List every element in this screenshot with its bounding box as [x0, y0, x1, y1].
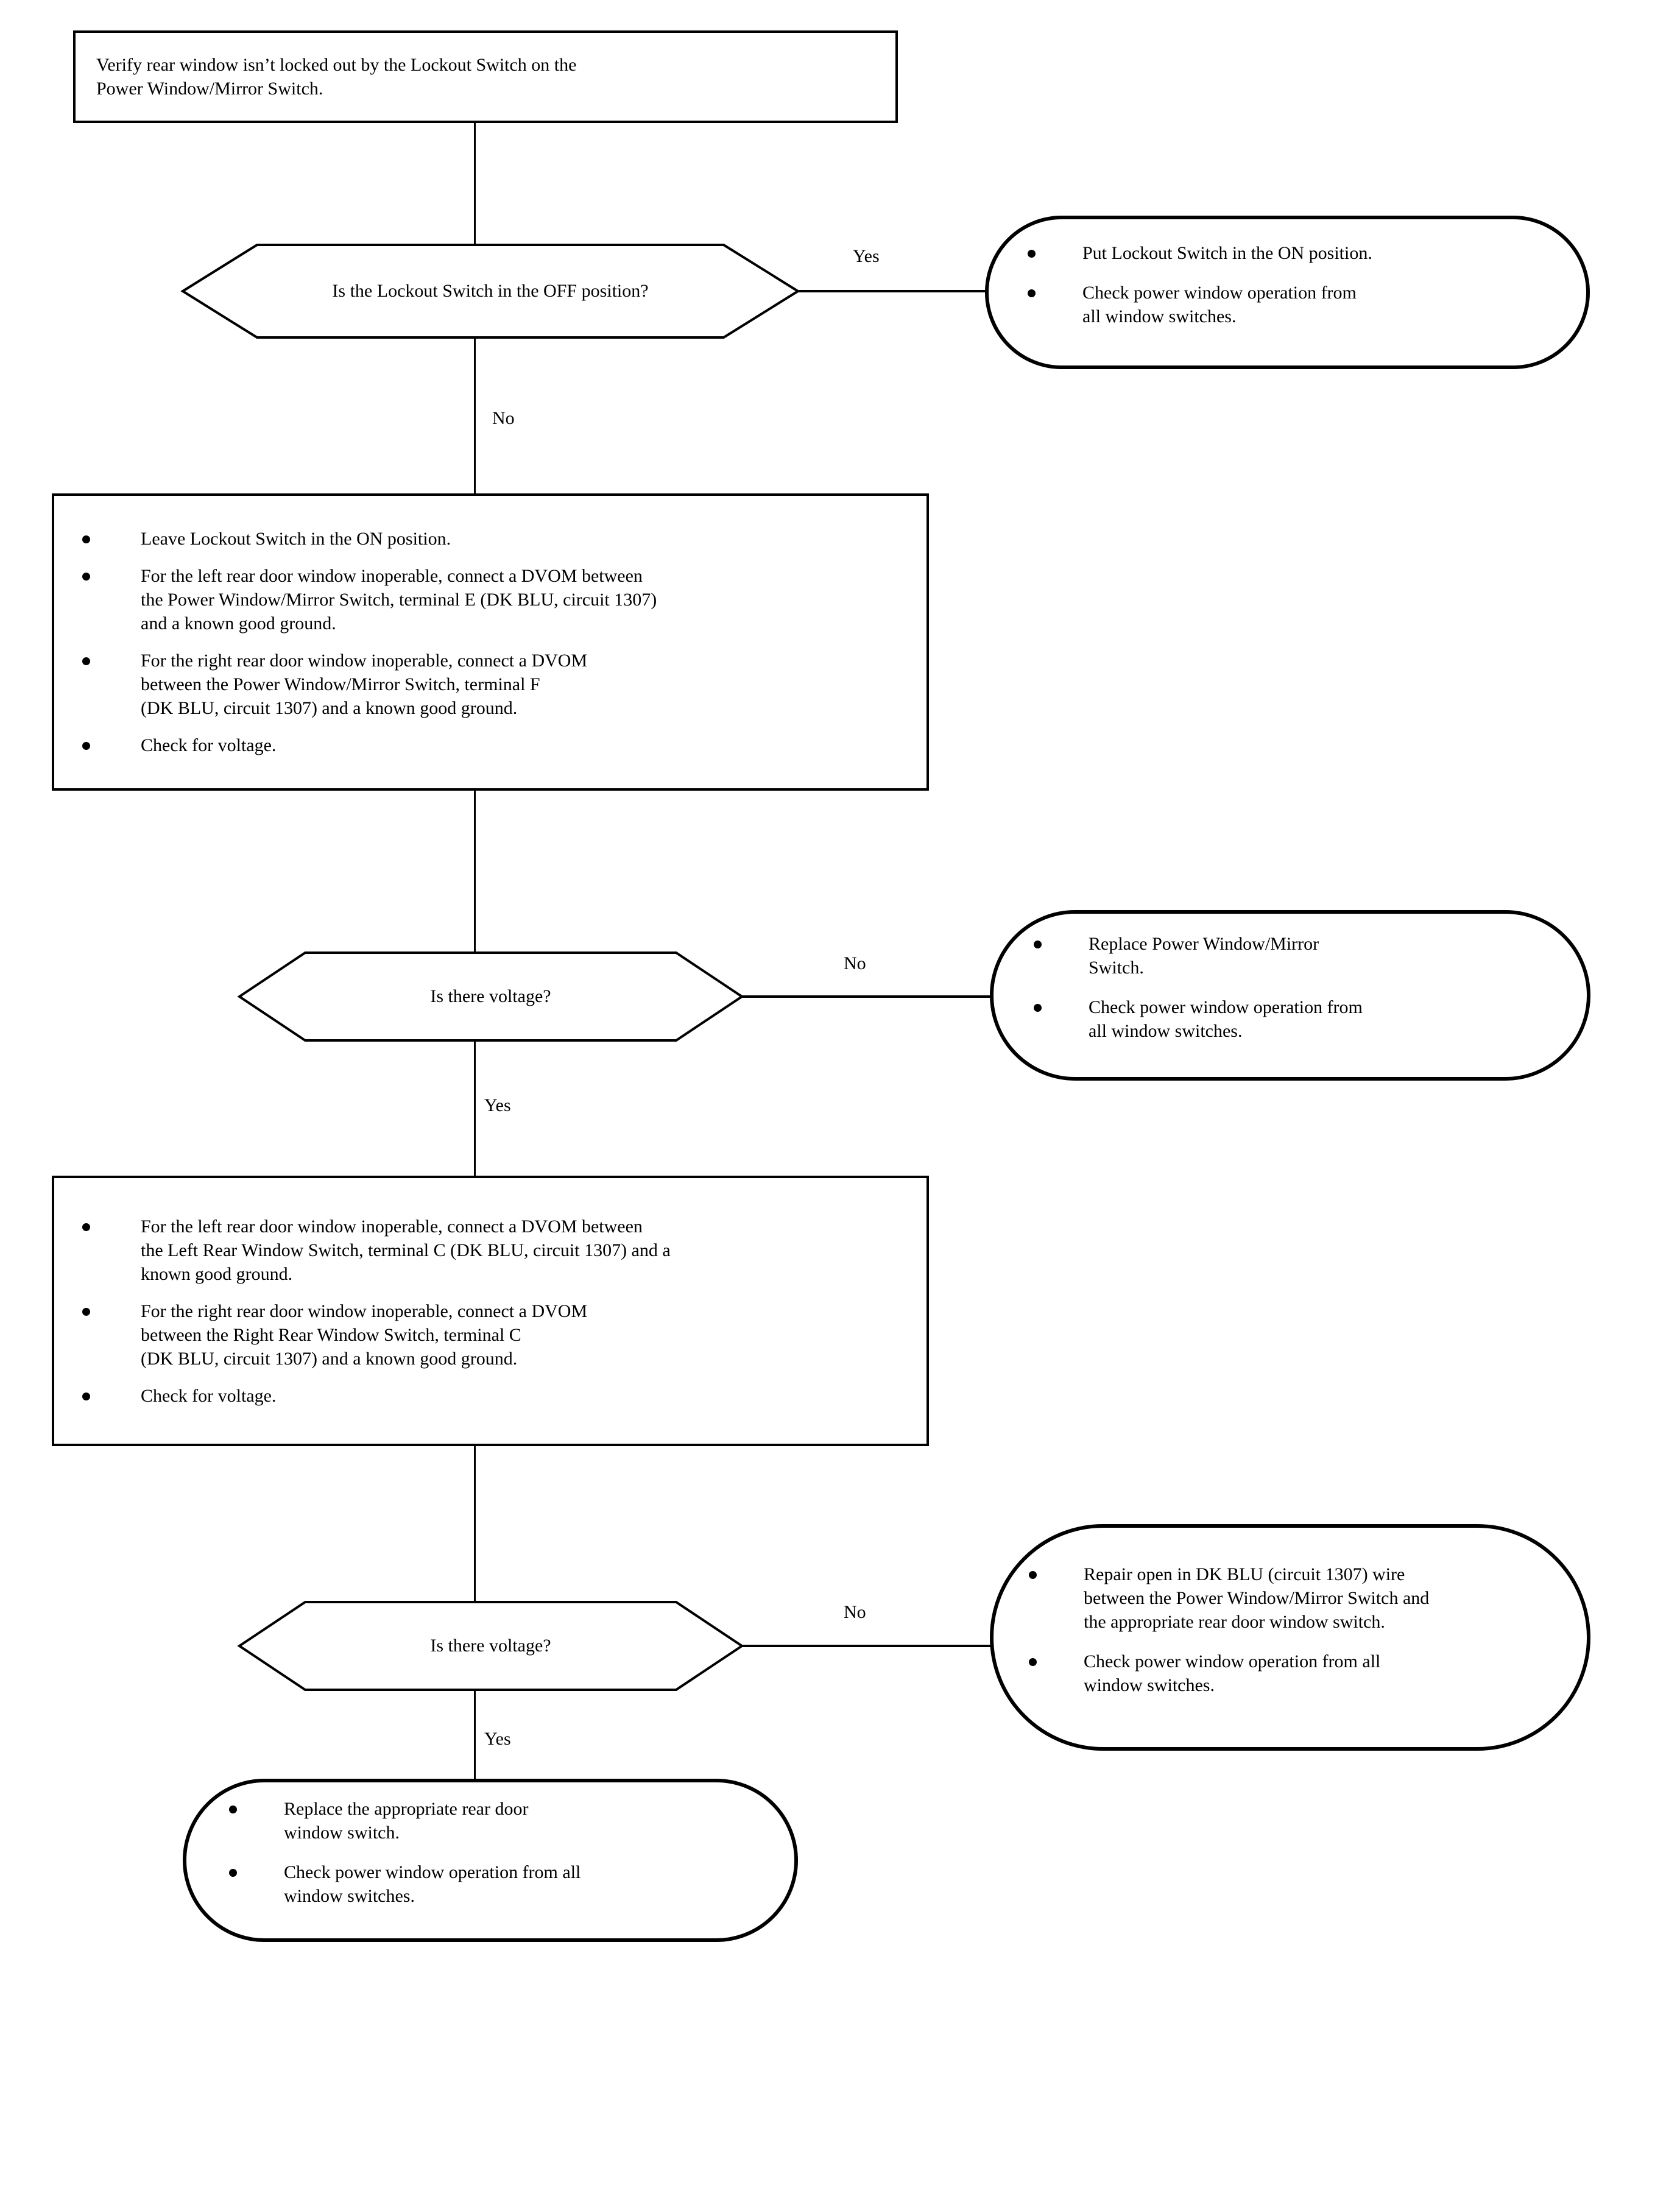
node-voltage-at-pw-mirror-switch[interactable]: Is there voltage?: [237, 951, 744, 1042]
branch-label-decision3-yes: Yes: [484, 1729, 511, 1749]
node-repair-open-dk-blu-list: Repair open in DK BLU (circuit 1307) wir…: [1018, 1562, 1562, 1697]
node-replace-rear-door-window-switch[interactable]: Replace the appropriate rear door window…: [183, 1779, 798, 1942]
node-put-lockout-on[interactable]: Put Lockout Switch in the ON position. C…: [985, 216, 1590, 369]
list-item: Replace Power Window/Mirror Switch.: [1023, 932, 1558, 980]
branch-label-decision1-no: No: [492, 408, 515, 428]
list-item: Check for voltage.: [69, 1384, 912, 1408]
node-test-rear-window-switch-list: For the left rear door window inoperable…: [69, 1215, 912, 1408]
list-item: Leave Lockout Switch in the ON position.: [69, 527, 912, 551]
connector-decision2-yes: [474, 1040, 476, 1176]
node-verify-lockout[interactable]: Verify rear window isn’t locked out by t…: [73, 30, 898, 123]
node-replace-pw-mirror-switch-list: Replace Power Window/Mirror Switch. Chec…: [1023, 932, 1558, 1043]
node-test-pw-mirror-switch[interactable]: Leave Lockout Switch in the ON position.…: [52, 493, 929, 791]
node-repair-open-dk-blu[interactable]: Repair open in DK BLU (circuit 1307) wir…: [990, 1524, 1590, 1751]
connector-decision1-no: [474, 337, 476, 495]
node-verify-lockout-text: Verify rear window isn’t locked out by t…: [96, 55, 577, 99]
list-item: For the right rear door window inoperabl…: [69, 649, 912, 720]
list-item: Check for voltage.: [69, 733, 912, 757]
branch-label-decision2-yes: Yes: [484, 1095, 511, 1115]
connector-decision3-yes: [474, 1690, 476, 1781]
connector-decision1-yes: [798, 290, 987, 292]
connector-decision3-no: [742, 1645, 993, 1647]
branch-label-decision3-no: No: [844, 1602, 866, 1622]
list-item: Check power window operation from all wi…: [218, 1860, 763, 1908]
list-item: Put Lockout Switch in the ON position.: [1017, 241, 1558, 265]
node-test-rear-window-switch[interactable]: For the left rear door window inoperable…: [52, 1176, 929, 1446]
branch-label-decision2-no: No: [844, 953, 866, 973]
node-replace-rear-door-window-switch-list: Replace the appropriate rear door window…: [218, 1797, 763, 1908]
node-replace-pw-mirror-switch[interactable]: Replace Power Window/Mirror Switch. Chec…: [990, 910, 1590, 1081]
connector-decision2-no: [742, 995, 993, 998]
list-item: Repair open in DK BLU (circuit 1307) wir…: [1018, 1562, 1562, 1634]
connector-process3-to-decision3: [474, 1446, 476, 1601]
node-lockout-off[interactable]: Is the Lockout Switch in the OFF positio…: [180, 244, 800, 339]
list-item: For the left rear door window inoperable…: [69, 564, 912, 635]
list-item: Check power window operation from all wi…: [1018, 1650, 1562, 1697]
list-item: Replace the appropriate rear door window…: [218, 1797, 763, 1845]
list-item: For the right rear door window inoperabl…: [69, 1299, 912, 1371]
node-voltage-at-rear-window-switch[interactable]: Is there voltage?: [237, 1601, 744, 1691]
list-item: Check power window operation from all wi…: [1023, 995, 1558, 1043]
connector-start-to-decision1: [474, 123, 476, 245]
node-test-pw-mirror-switch-list: Leave Lockout Switch in the ON position.…: [69, 527, 912, 757]
node-put-lockout-on-list: Put Lockout Switch in the ON position. C…: [1017, 241, 1558, 328]
connector-process2-to-decision2: [474, 791, 476, 951]
node-voltage-at-rear-window-switch-label: Is there voltage?: [430, 1636, 551, 1656]
node-lockout-off-label: Is the Lockout Switch in the OFF positio…: [332, 281, 649, 301]
list-item: Check power window operation from all wi…: [1017, 281, 1558, 328]
list-item: For the left rear door window inoperable…: [69, 1215, 912, 1286]
branch-label-decision1-yes: Yes: [853, 246, 880, 266]
node-voltage-at-pw-mirror-switch-label: Is there voltage?: [430, 986, 551, 1006]
